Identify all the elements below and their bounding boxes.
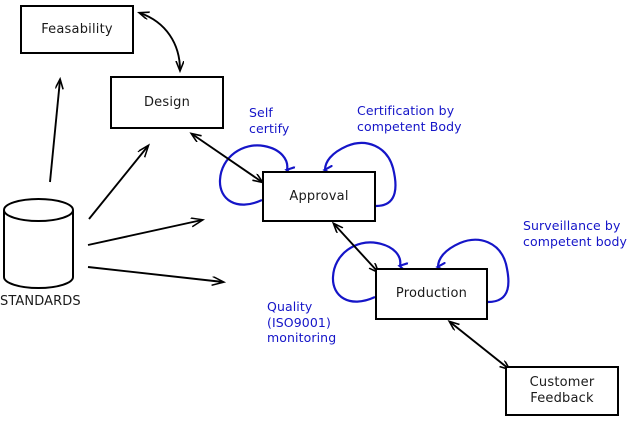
node-design[interactable]: Design [110, 76, 224, 129]
loop-approval-certification [325, 141, 397, 208]
edge-approval-production [334, 224, 378, 272]
edge-standards-feasability [49, 80, 60, 183]
annotation-self-certify: Self certify [249, 105, 290, 136]
node-customer-feedback[interactable]: Customer Feedback [505, 366, 619, 416]
edge-feasability-design [140, 13, 180, 70]
edge-design-approval [192, 134, 262, 182]
datastore-standards-label: STANDARDS [0, 294, 81, 309]
node-approval-label: Approval [289, 188, 349, 204]
edge-production-customer-feedback [450, 322, 509, 369]
edge-standards-design [88, 146, 148, 220]
annotation-surveillance-by-competent-body: Surveillance by competent body [523, 218, 628, 249]
node-production[interactable]: Production [375, 268, 488, 320]
node-feasability[interactable]: Feasability [20, 5, 134, 54]
node-approval[interactable]: Approval [262, 171, 376, 222]
datastore-standards-shape [3, 198, 74, 289]
annotation-quality-iso9001-monitoring: Quality (ISO9001) monitoring [267, 299, 337, 345]
edge-standards-production [87, 266, 223, 282]
node-production-label: Production [395, 286, 468, 301]
edge-standards-approval [87, 220, 202, 246]
annotation-certification-by-competent-body: Certification by competent Body [357, 103, 462, 134]
node-feasability-label: Feasability [41, 21, 113, 37]
node-design-label: Design [143, 94, 191, 110]
node-customer-feedback-label: Customer Feedback [529, 375, 595, 406]
loop-production-surveillance [438, 238, 510, 304]
